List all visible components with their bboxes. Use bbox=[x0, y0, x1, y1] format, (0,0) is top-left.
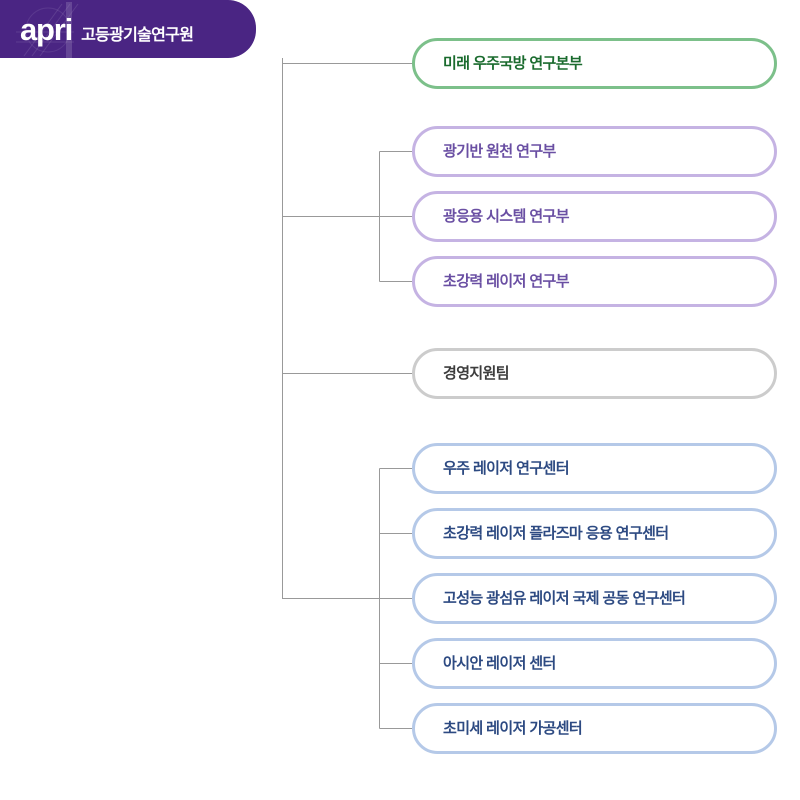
org-node-future-space-defense[interactable]: 미래 우주국방 연구본부 bbox=[412, 38, 777, 89]
logo-korean-name: 고등광기술연구원 bbox=[81, 26, 194, 44]
org-node-label: 아시안 레이저 센터 bbox=[443, 655, 556, 672]
root-node-logo[interactable]: apri 고등광기술연구원 bbox=[0, 0, 256, 58]
org-node-laser-plasma-application-center[interactable]: 초강력 레이저 플라즈마 응용 연구센터 bbox=[412, 508, 777, 559]
org-node-optical-applications-system-division[interactable]: 광응용 시스템 연구부 bbox=[412, 191, 777, 242]
org-node-label: 고성능 광섬유 레이저 국제 공동 연구센터 bbox=[443, 590, 686, 607]
org-node-label: 초미세 레이저 가공센터 bbox=[443, 720, 583, 737]
org-node-label: 초강력 레이저 플라즈마 응용 연구센터 bbox=[443, 525, 669, 542]
org-node-ultra-high-power-laser-division[interactable]: 초강력 레이저 연구부 bbox=[412, 256, 777, 307]
org-node-micro-laser-processing-center[interactable]: 초미세 레이저 가공센터 bbox=[412, 703, 777, 754]
org-node-label: 우주 레이저 연구센터 bbox=[443, 460, 570, 477]
org-node-label: 미래 우주국방 연구본부 bbox=[443, 55, 583, 72]
org-node-label: 초강력 레이저 연구부 bbox=[443, 273, 570, 290]
org-node-asian-laser-center[interactable]: 아시안 레이저 센터 bbox=[412, 638, 777, 689]
org-node-label: 경영지원팀 bbox=[443, 365, 510, 382]
org-node-management-support-team[interactable]: 경영지원팀 bbox=[412, 348, 777, 399]
logo-wordmark: apri bbox=[20, 11, 73, 47]
logo-watermark-decoration bbox=[16, 2, 79, 58]
org-node-photonics-fundamental-division[interactable]: 광기반 원천 연구부 bbox=[412, 126, 777, 177]
org-node-label: 광응용 시스템 연구부 bbox=[443, 208, 570, 225]
org-node-label: 광기반 원천 연구부 bbox=[443, 143, 556, 160]
org-node-space-laser-research-center[interactable]: 우주 레이저 연구센터 bbox=[412, 443, 777, 494]
org-node-fiber-laser-international-center[interactable]: 고성능 광섬유 레이저 국제 공동 연구센터 bbox=[412, 573, 777, 624]
